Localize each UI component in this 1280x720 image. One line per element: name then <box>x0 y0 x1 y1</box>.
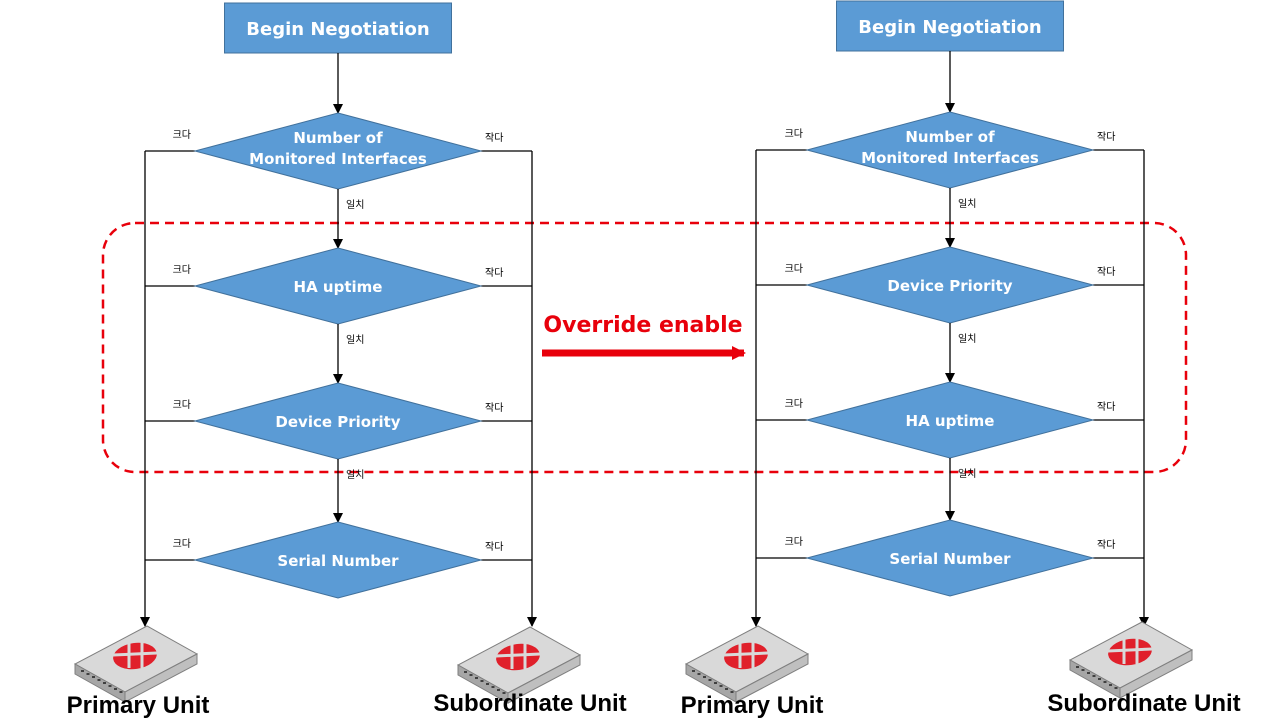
less-label: 작다 <box>485 402 503 414</box>
decision-diamond <box>193 521 483 599</box>
decision-label: Serial Number <box>889 550 1011 568</box>
begin-negotiation-box <box>224 2 452 54</box>
decision-label: Device Priority <box>887 277 1012 295</box>
subordinate-unit-label: Subordinate Unit <box>1047 690 1240 717</box>
greater-label: 크다 <box>785 263 803 275</box>
decision-label: Number of <box>905 128 995 146</box>
decision-label: Serial Number <box>277 552 399 570</box>
equal-label: 일치 <box>958 198 976 210</box>
primary-unit-label: Primary Unit <box>67 692 210 719</box>
begin-negotiation-label: Begin Negotiation <box>246 19 429 40</box>
greater-label: 크다 <box>173 264 191 276</box>
subordinate-unit-label: Subordinate Unit <box>433 690 626 717</box>
subordinate-device-icon <box>1068 621 1194 699</box>
less-label: 작다 <box>1097 401 1115 413</box>
less-label: 작다 <box>485 541 503 553</box>
less-label: 작다 <box>1097 266 1115 278</box>
decision-label: Number of <box>293 129 383 147</box>
primary-device-icon <box>684 625 810 703</box>
decision-label: HA uptime <box>294 278 383 296</box>
begin-negotiation-label: Begin Negotiation <box>858 17 1041 38</box>
decision-label: Device Priority <box>275 413 400 431</box>
override-label: Override enable <box>543 313 742 338</box>
begin-negotiation-box <box>836 0 1064 52</box>
greater-label: 크다 <box>173 129 191 141</box>
decision-label: Monitored Interfaces <box>249 150 427 168</box>
equal-label: 일치 <box>958 468 976 480</box>
greater-label: 크다 <box>785 398 803 410</box>
less-label: 작다 <box>1097 539 1115 551</box>
primary-device-icon <box>73 625 199 703</box>
less-label: 작다 <box>485 267 503 279</box>
decision-label: Monitored Interfaces <box>861 149 1039 167</box>
decision-diamond <box>805 519 1095 597</box>
subordinate-device-icon <box>456 626 582 704</box>
less-label: 작다 <box>485 132 503 144</box>
equal-label: 일치 <box>346 199 364 211</box>
decision-label: HA uptime <box>906 412 995 430</box>
equal-label: 일치 <box>958 333 976 345</box>
greater-label: 크다 <box>785 536 803 548</box>
highlight-region <box>101 221 1188 474</box>
equal-label: 일치 <box>346 469 364 481</box>
equal-label: 일치 <box>346 334 364 346</box>
greater-label: 크다 <box>785 128 803 140</box>
less-label: 작다 <box>1097 131 1115 143</box>
greater-label: 크다 <box>173 399 191 411</box>
greater-label: 크다 <box>173 538 191 550</box>
primary-unit-label: Primary Unit <box>681 692 824 719</box>
